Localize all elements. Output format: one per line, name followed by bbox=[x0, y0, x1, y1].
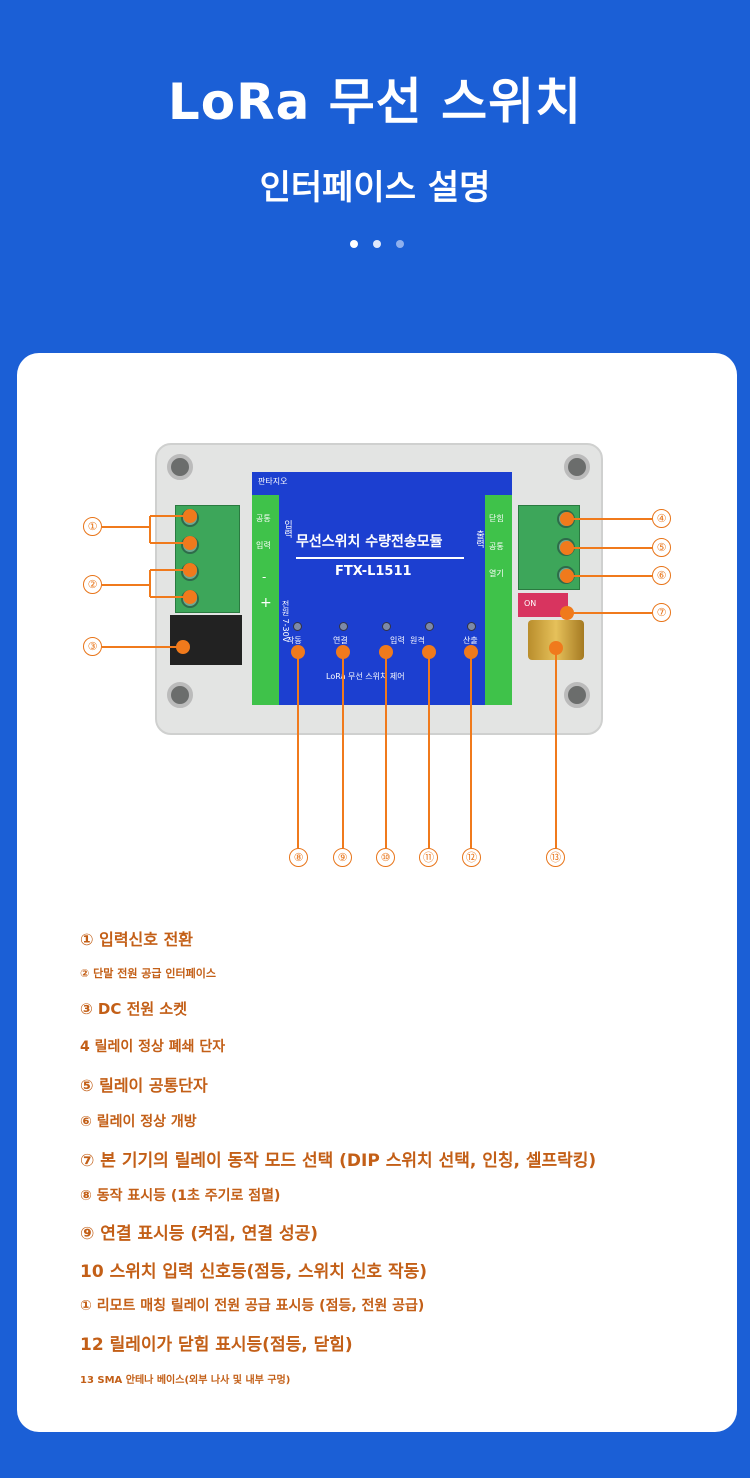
power-range-label: 전원 7-30V bbox=[281, 600, 290, 643]
legend-item: ① 입력신호 전환 bbox=[80, 930, 194, 949]
callout-point bbox=[336, 645, 350, 659]
page-title: LoRa 무선 스위치 bbox=[167, 73, 583, 131]
led-label: 입력 bbox=[390, 636, 405, 645]
callout-13: ⑬ bbox=[546, 848, 565, 867]
callout-7: ⑦ bbox=[652, 603, 671, 622]
legend-item: ⑧ 동작 표시등 (1초 주기로 점멸) bbox=[80, 1188, 281, 1204]
left-label-strip bbox=[252, 495, 279, 705]
right-label-strip bbox=[485, 495, 512, 705]
left-label: + bbox=[260, 595, 272, 611]
carousel-dot[interactable] bbox=[373, 240, 381, 248]
device-name: 무선스위치 수량전송모듈 bbox=[296, 534, 443, 550]
led-link bbox=[339, 622, 348, 631]
callout-2: ② bbox=[83, 575, 102, 594]
callout-point bbox=[183, 536, 197, 550]
carousel-dot-active[interactable] bbox=[350, 240, 358, 248]
callout-12: ⑫ bbox=[462, 848, 481, 867]
callout-4: ④ bbox=[652, 509, 671, 528]
callout-point bbox=[183, 509, 197, 523]
led-label: 원격 bbox=[410, 636, 425, 645]
device-model: FTX-L1511 bbox=[335, 564, 412, 579]
legend-item: ① 리모트 매칭 릴레이 전원 공급 표시등 (점등, 전원 공급) bbox=[80, 1298, 425, 1314]
callout-point bbox=[291, 645, 305, 659]
callout-point bbox=[560, 512, 574, 526]
callout-point bbox=[560, 606, 574, 620]
led-label: 작동 bbox=[287, 636, 302, 645]
led-remote bbox=[425, 622, 434, 631]
device-panel bbox=[252, 472, 512, 705]
left-label: - bbox=[262, 570, 267, 584]
callout-1: ① bbox=[83, 517, 102, 536]
callout-point bbox=[422, 645, 436, 659]
divider bbox=[296, 557, 464, 559]
right-label: 공통 bbox=[489, 542, 504, 551]
callout-point bbox=[560, 569, 574, 583]
right-label: 닫힘 bbox=[489, 514, 504, 523]
legend-item: 12 릴레이가 닫힘 표시등(점등, 닫힘) bbox=[80, 1335, 353, 1355]
led-output bbox=[467, 622, 476, 631]
legend-item: ⑥ 릴레이 정상 개방 bbox=[80, 1114, 197, 1130]
callout-10: ⑩ bbox=[376, 848, 395, 867]
callout-5: ⑤ bbox=[652, 538, 671, 557]
left-label: 입력 bbox=[256, 541, 271, 550]
right-label: 열기 bbox=[489, 569, 504, 578]
legend-item: 13 SMA 안테나 베이스(외부 나사 및 내부 구멍) bbox=[80, 1375, 291, 1386]
legend-item: 10 스위치 입력 신호등(점등, 스위치 신호 작동) bbox=[80, 1262, 428, 1282]
legend-item: ⑦ 본 기기의 릴레이 동작 모드 선택 (DIP 스위치 선택, 인칭, 셀프… bbox=[80, 1151, 597, 1171]
callout-point bbox=[183, 590, 197, 604]
input-group-label: 입력 bbox=[282, 520, 292, 538]
legend-item: ② 단말 전원 공급 인터페이스 bbox=[80, 967, 216, 980]
callout-point bbox=[379, 645, 393, 659]
callout-11: ⑪ bbox=[419, 848, 438, 867]
mount-hole bbox=[167, 682, 193, 708]
carousel-dot[interactable] bbox=[396, 240, 404, 248]
legend-item: 4 릴레이 정상 폐쇄 단자 bbox=[80, 1039, 226, 1055]
led-run bbox=[293, 622, 302, 631]
callout-point bbox=[176, 640, 190, 654]
mount-hole bbox=[564, 682, 590, 708]
callout-9: ⑨ bbox=[333, 848, 352, 867]
device-footer: LoRa 무선 스위치 제어 bbox=[326, 672, 405, 681]
callout-3: ③ bbox=[83, 637, 102, 656]
dip-label: ON bbox=[524, 599, 537, 608]
brand-label: 판타지오 bbox=[258, 477, 288, 486]
callout-8: ⑧ bbox=[289, 848, 308, 867]
dip-switch: ON bbox=[518, 593, 568, 617]
led-label: 연결 bbox=[333, 636, 348, 645]
page-subtitle: 인터페이스 설명 bbox=[259, 168, 491, 208]
callout-point bbox=[464, 645, 478, 659]
legend-item: ③ DC 전원 소켓 bbox=[80, 1000, 188, 1018]
callout-6: ⑥ bbox=[652, 566, 671, 585]
mount-hole bbox=[564, 454, 590, 480]
callout-point bbox=[183, 563, 197, 577]
led-label: 산출 bbox=[463, 636, 478, 645]
led-input bbox=[382, 622, 391, 631]
output-group-label: 출력 bbox=[474, 530, 484, 548]
legend-item: ⑨ 연결 표시등 (켜짐, 연결 성공) bbox=[80, 1224, 319, 1244]
callout-point bbox=[549, 641, 563, 655]
legend-item: ⑤ 릴레이 공통단자 bbox=[80, 1076, 208, 1095]
left-label: 공통 bbox=[256, 514, 271, 523]
callout-point bbox=[560, 541, 574, 555]
mount-hole bbox=[167, 454, 193, 480]
